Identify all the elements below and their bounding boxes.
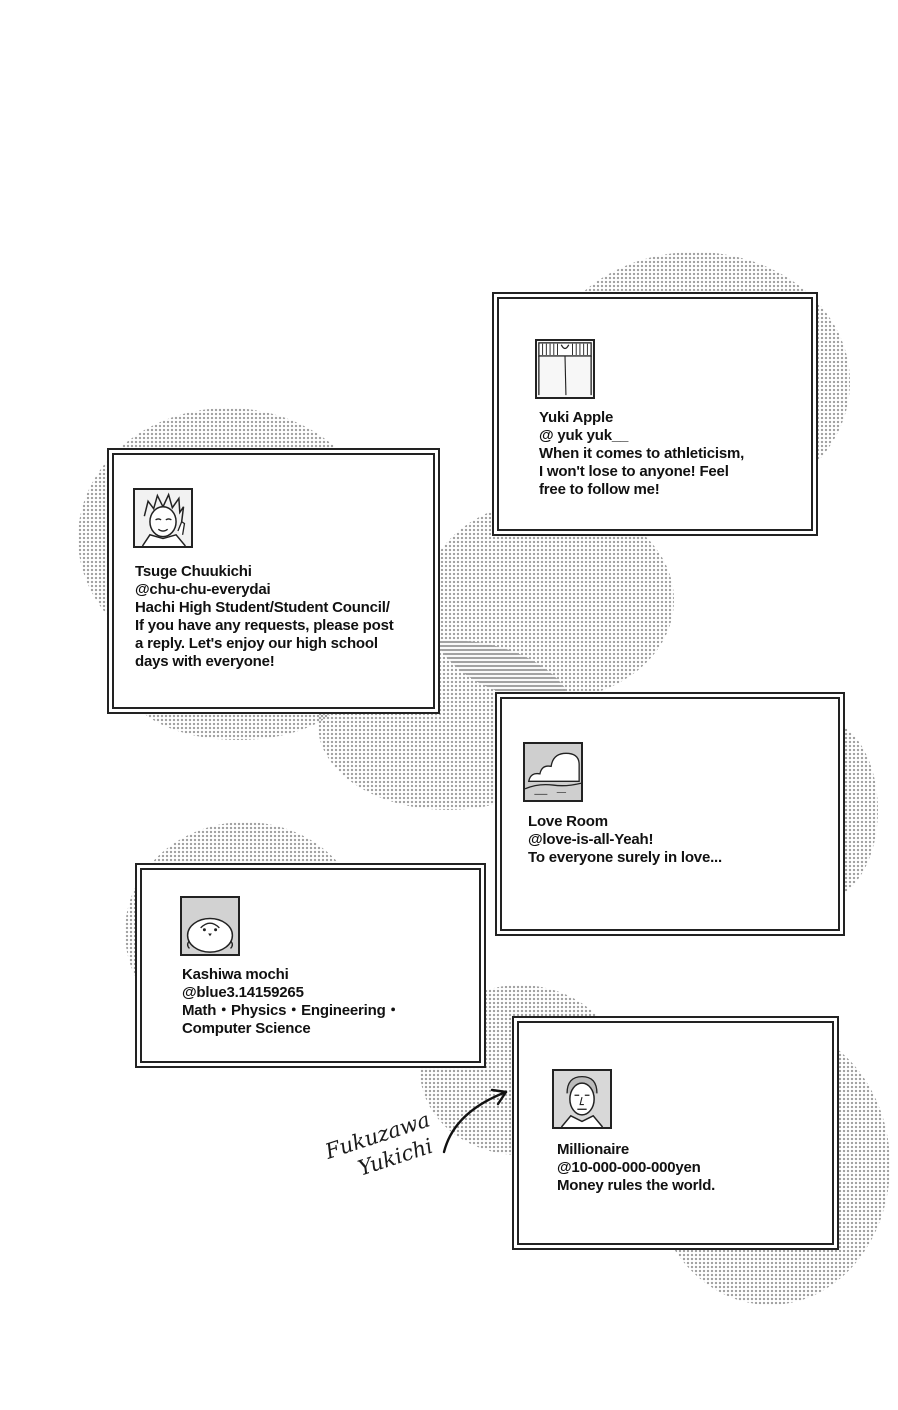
banknote-portrait-icon (552, 1069, 612, 1129)
profile-name: Yuki Apple (539, 409, 614, 426)
profile-bio-line: Computer Science (182, 1020, 311, 1037)
profile-text: Tsuge Chuukichi @chu-chu-everydai Hachi … (135, 563, 394, 671)
profile-card-yuki: Yuki Apple @ yuk yuk__ When it comes to … (497, 297, 813, 531)
profile-card-tsuge: Tsuge Chuukichi @chu-chu-everydai Hachi … (112, 453, 435, 709)
profile-handle: @chu-chu-everydai (135, 581, 271, 598)
profile-text: Love Room @love-is-all-Yeah! To everyone… (528, 813, 722, 867)
profile-handle: @10-000-000-000yen (557, 1159, 701, 1176)
profile-name: Kashiwa mochi (182, 966, 289, 983)
profile-bio-line: Math・Physics・Engineering・ (182, 1002, 401, 1019)
profile-text: Yuki Apple @ yuk yuk__ When it comes to … (539, 409, 744, 499)
profile-handle: @blue3.14159265 (182, 984, 304, 1001)
profile-bio-line: I won't lose to anyone! Feel (539, 463, 729, 480)
spiky-hair-boy-icon (133, 488, 193, 548)
cloud-landscape-icon (523, 742, 583, 802)
profile-card-kashiwa: Kashiwa mochi @blue3.14159265 Math・Physi… (140, 868, 481, 1063)
profile-card-millionaire: Millionaire @10-000-000-000yen Money rul… (517, 1021, 834, 1245)
profile-bio-line: a reply. Let's enjoy our high school (135, 635, 378, 652)
profile-handle: @ yuk yuk__ (539, 427, 629, 444)
profile-text: Millionaire @10-000-000-000yen Money rul… (557, 1141, 715, 1195)
profile-name: Tsuge Chuukichi (135, 563, 252, 580)
profile-handle: @love-is-all-Yeah! (528, 831, 654, 848)
profile-bio-line: Money rules the world. (557, 1177, 716, 1194)
profile-card-love-room: Love Room @love-is-all-Yeah! To everyone… (500, 697, 840, 931)
profile-text: Kashiwa mochi @blue3.14159265 Math・Physi… (182, 966, 401, 1038)
handwritten-annotation: Fukuzawa Yukichi (322, 1106, 441, 1189)
profile-bio-line: If you have any requests, please post (135, 617, 394, 634)
profile-bio-line: Hachi High Student/Student Council/ (135, 599, 390, 616)
profile-bio-line: When it comes to athleticism, (539, 445, 745, 462)
profile-bio-line: free to follow me! (539, 481, 660, 498)
arrow-icon (442, 1088, 508, 1154)
gym-shorts-icon (535, 339, 595, 399)
profile-name: Millionaire (557, 1141, 629, 1158)
profile-name: Love Room (528, 813, 608, 830)
profile-bio-line: days with everyone! (135, 653, 275, 670)
round-bird-icon (180, 896, 240, 956)
profile-bio-line: To everyone surely in love... (528, 849, 722, 866)
